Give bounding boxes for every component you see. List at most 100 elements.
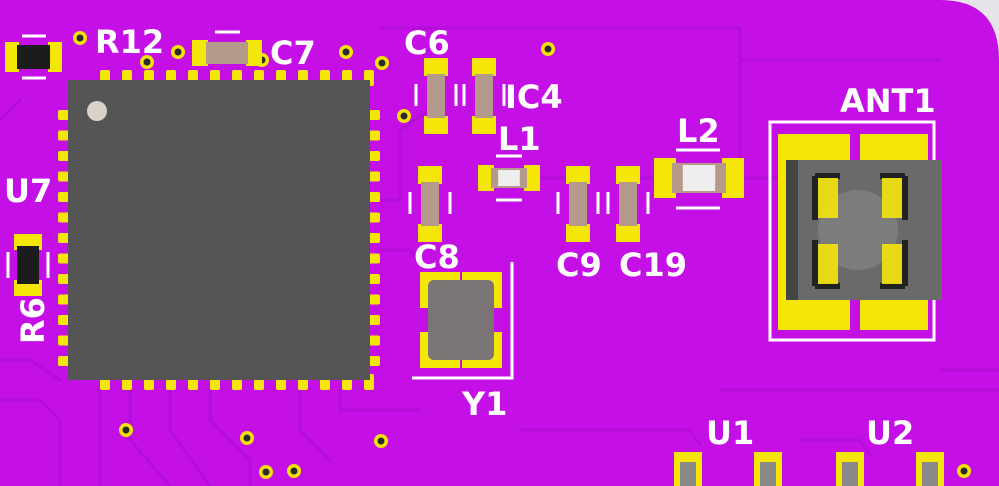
- pad: [566, 166, 590, 184]
- pad: [192, 40, 208, 66]
- pad: [472, 58, 496, 76]
- pad: [418, 166, 442, 184]
- inductor-core: [498, 170, 520, 186]
- trace: [338, 388, 422, 412]
- capacitor-c6: [414, 58, 458, 134]
- trace: [0, 98, 22, 122]
- via-hole: [378, 59, 386, 67]
- ic-main-qfn: [58, 70, 380, 390]
- via: [374, 434, 388, 448]
- via-hole: [174, 48, 182, 56]
- trace: [378, 108, 432, 202]
- label-c7: C7: [270, 34, 316, 72]
- via-hole: [290, 467, 298, 475]
- component-body: [17, 246, 39, 284]
- via-hole: [400, 112, 408, 120]
- trace: [298, 388, 332, 462]
- silkscreen-labels: R12 C7 C6 IC4 L1 L2 ANT1 U7 R6 C8 C9 C19…: [4, 23, 936, 452]
- pad: [48, 42, 62, 72]
- via: [541, 42, 555, 56]
- label-c9: C9: [556, 246, 602, 284]
- label-l1: L1: [498, 120, 541, 158]
- capacitor-body: [569, 182, 587, 226]
- trace: [518, 428, 702, 447]
- pad: [722, 158, 744, 198]
- lead: [842, 462, 858, 486]
- via: [339, 45, 353, 59]
- capacitor-body: [206, 42, 248, 64]
- copper-traces: [0, 26, 999, 486]
- connector-detail: [812, 173, 908, 289]
- resistor-r12: [5, 34, 62, 80]
- via: [73, 31, 87, 45]
- label-u1: U1: [706, 414, 754, 452]
- antenna-connector-ant1: [768, 120, 942, 342]
- pad: [424, 116, 448, 134]
- component-u7: [6, 234, 50, 296]
- component-body: [475, 74, 493, 118]
- label-ic4: IC4: [505, 78, 563, 116]
- label-c19: C19: [619, 246, 687, 284]
- inductor-l1: [478, 154, 540, 202]
- label-l2: L2: [677, 112, 720, 150]
- capacitor-c7: [192, 30, 262, 66]
- via: [140, 55, 154, 69]
- label-c8: C8: [414, 238, 460, 276]
- label-u2: U2: [866, 414, 914, 452]
- pad: [472, 116, 496, 134]
- capacitor-body: [619, 182, 637, 226]
- label-r6: R6: [14, 297, 52, 344]
- trace: [208, 388, 252, 486]
- component-ic4: [462, 58, 506, 134]
- capacitor-c8: [408, 166, 452, 242]
- trace: [168, 388, 212, 486]
- trace: [378, 26, 742, 162]
- trace: [378, 248, 422, 267]
- lead: [680, 462, 696, 486]
- label-r12: R12: [95, 23, 164, 61]
- label-ant1: ANT1: [840, 82, 936, 120]
- lead: [760, 462, 776, 486]
- capacitor-c19: [606, 166, 650, 242]
- trace: [0, 358, 62, 382]
- pad: [424, 58, 448, 76]
- pad: [418, 224, 442, 242]
- inductor-l2: [654, 148, 744, 210]
- via-hole: [143, 58, 151, 66]
- trace: [798, 438, 872, 457]
- via-hole: [544, 45, 552, 53]
- pad-exposed: [882, 178, 902, 218]
- pad: [5, 42, 19, 72]
- via: [375, 56, 389, 70]
- pad: [616, 224, 640, 242]
- via: [240, 431, 254, 445]
- lead: [922, 462, 938, 486]
- capacitor-c9: [556, 166, 600, 242]
- silkscreen-outline: [412, 262, 514, 380]
- label-y1: Y1: [461, 385, 507, 423]
- pad-exposed: [882, 244, 902, 284]
- via-hole: [122, 426, 130, 434]
- via: [397, 109, 411, 123]
- via: [119, 423, 133, 437]
- crystal-y1: [412, 262, 514, 380]
- component-u2: [836, 452, 944, 486]
- via: [171, 45, 185, 59]
- pad-exposed: [818, 178, 838, 218]
- trace: [128, 388, 172, 486]
- component-u1: [674, 452, 782, 486]
- pin1-marker: [87, 101, 107, 121]
- label-c6: C6: [404, 24, 450, 62]
- pad: [524, 165, 540, 191]
- via: [957, 464, 971, 478]
- pad-exposed: [818, 244, 838, 284]
- qfn-body: [68, 80, 370, 380]
- pad: [566, 224, 590, 242]
- via: [287, 464, 301, 478]
- inductor-core: [682, 165, 716, 191]
- capacitor-body: [427, 74, 445, 118]
- via: [259, 465, 273, 479]
- resistor-body: [17, 45, 50, 69]
- pad: [478, 165, 494, 191]
